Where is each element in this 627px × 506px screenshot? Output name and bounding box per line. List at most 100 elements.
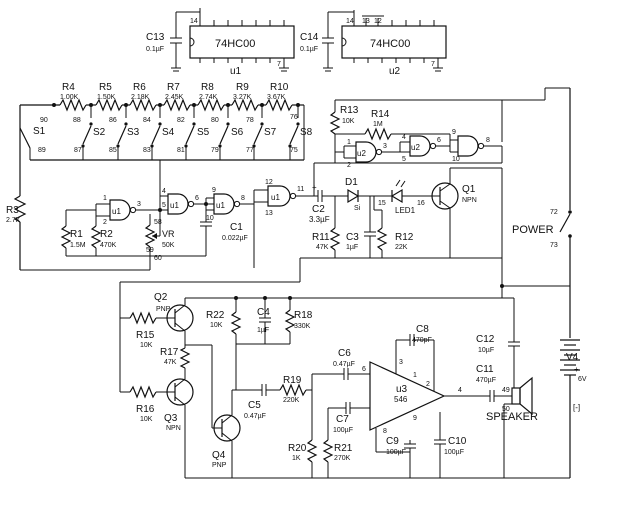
s4-label: S4	[162, 127, 175, 138]
s3-pin-a: 86	[109, 117, 117, 124]
switch-bank: S1 90 89 S2 88 87 S3 86 85 S4 84 83	[19, 105, 313, 196]
r7-label: R7	[167, 82, 180, 93]
c3-label: C3	[346, 232, 359, 243]
r21-label: R21	[334, 443, 353, 454]
output-driver: + C2 3.3µF D1 Si LED1 15 16 Q1 NPN R11	[120, 167, 502, 283]
r8-value: 2.74K	[199, 94, 218, 101]
pin-label-4: 4	[162, 188, 166, 195]
q3-label: Q3	[164, 413, 178, 424]
c1-value: 0.022µF	[222, 235, 248, 242]
s3-pin-b: 85	[109, 147, 117, 154]
gate1-label: u1	[112, 207, 121, 216]
power-section: POWER 72 73 V4 6V + [-]	[500, 87, 587, 478]
switch-s5: S5 82 81	[177, 105, 210, 154]
r17-value: 47K	[164, 359, 177, 366]
u2-pin-9: 9	[452, 129, 456, 136]
u3-label: u3	[396, 384, 408, 395]
gate4-label: u1	[271, 193, 280, 202]
ic-u1-pin14: 14	[190, 18, 198, 25]
pin-label-72: 72	[550, 209, 558, 216]
u3-pin-1: 1	[413, 372, 417, 379]
r10-label: R10	[270, 82, 289, 93]
s1-label: S1	[33, 126, 46, 137]
u2-gate-section: R13 10K R14 1M u2 1 2 3 u2 4 5 6 9 10	[313, 99, 503, 196]
r19-value: 220K	[283, 397, 300, 404]
gate2-label: u1	[170, 201, 179, 210]
r2-value: 470K	[100, 242, 117, 249]
switch-s3: S3 86 85	[109, 105, 140, 154]
q1-type: NPN	[462, 197, 477, 204]
audio-section: Q2 PNP R15 10K R17 47K Q3 NPN R16 10K	[119, 282, 570, 479]
c14-value: 0.1µF	[300, 46, 318, 53]
power-label: POWER	[512, 224, 554, 236]
c2-plus: +	[312, 183, 317, 192]
s1-pin-a: 90	[40, 117, 48, 124]
c6-value: 0.47µF	[333, 361, 355, 368]
ic-u1-part: 74HC00	[215, 38, 255, 50]
r22-label: R22	[206, 310, 225, 321]
ic-u2: 74HC00 u2 14 13 12 7 C14 0.1µF	[300, 10, 447, 77]
c13-label: C13	[146, 32, 165, 43]
pin-label-11: 11	[297, 186, 304, 193]
c10-value: 100µF	[444, 449, 464, 456]
s6-label: S6	[231, 127, 244, 138]
v4-value: 6V	[578, 376, 587, 383]
u3-pin-3: 3	[399, 359, 403, 366]
d1-label: D1	[345, 177, 358, 188]
r17-label: R17	[160, 347, 179, 358]
c2-label: C2	[312, 204, 325, 215]
r4-value: 1.00K	[60, 94, 79, 101]
r22-value: 10K	[210, 322, 223, 329]
c9-value: 100µF	[386, 449, 406, 456]
u2-gate1-label: u2	[357, 149, 366, 158]
r19-label: R19	[283, 375, 302, 386]
ic-u1-name: u1	[230, 66, 242, 77]
u2-pin-10: 10	[452, 156, 460, 163]
pin-label-59: 59	[146, 247, 154, 254]
c10-label: C10	[448, 436, 467, 447]
pin-label-1: 1	[103, 195, 107, 202]
ic-u2-part: 74HC00	[370, 38, 410, 50]
c5-label: C5	[248, 400, 261, 411]
c3-value: 1µF	[346, 244, 358, 251]
c7-value: 100µF	[333, 427, 353, 434]
r18-label: R18	[294, 310, 313, 321]
s2-pin-b: 87	[74, 147, 82, 154]
u2-pin-1: 1	[347, 139, 351, 146]
u2-pin-8: 8	[486, 137, 490, 144]
pin-label-13: 13	[265, 210, 273, 217]
c5-value: 0.47µF	[244, 413, 266, 420]
pin-label-9: 9	[212, 187, 216, 194]
c12-label: C12	[476, 334, 495, 345]
s1-pin-b: 89	[38, 147, 46, 154]
r1-value: 1.5M	[70, 242, 86, 249]
pin-label-2: 2	[103, 219, 107, 226]
r1-label: R1	[70, 229, 83, 240]
q2-type: PNP	[156, 306, 171, 313]
u3-pin-9: 9	[413, 415, 417, 422]
resistor-r3: R3 2.7K	[6, 105, 27, 270]
pin-label-5: 5	[162, 202, 166, 209]
s4-pin-b: 83	[143, 147, 151, 154]
r12-label: R12	[395, 232, 414, 243]
r3-label: R3	[6, 205, 19, 216]
switch-s8: S8 76 75	[288, 105, 313, 154]
s5-pin-a: 82	[177, 117, 185, 124]
q4-type: PNP	[212, 462, 227, 469]
q3-type: NPN	[166, 425, 181, 432]
r7-value: 2.45K	[165, 94, 184, 101]
r8-label: R8	[201, 82, 214, 93]
r18-value: 330K	[294, 323, 311, 330]
c13-value: 0.1µF	[146, 46, 164, 53]
r4-label: R4	[62, 82, 75, 93]
r5-value: 1.50K	[97, 94, 116, 101]
speaker-label: SPEAKER	[486, 411, 538, 423]
pin-label-8: 8	[241, 195, 245, 202]
pin-label-58: 58	[154, 219, 162, 226]
r11-label: R11	[312, 232, 330, 243]
r20-label: R20	[288, 443, 307, 454]
resistor-ladder: R4 1.00K R5 1.50K R6 2.18K R7 2.45K R8 2…	[20, 82, 304, 112]
u3-pin-6: 6	[362, 366, 366, 373]
ic-u2-name: u2	[389, 66, 401, 77]
ic-u1-pin7: 7	[277, 61, 281, 68]
